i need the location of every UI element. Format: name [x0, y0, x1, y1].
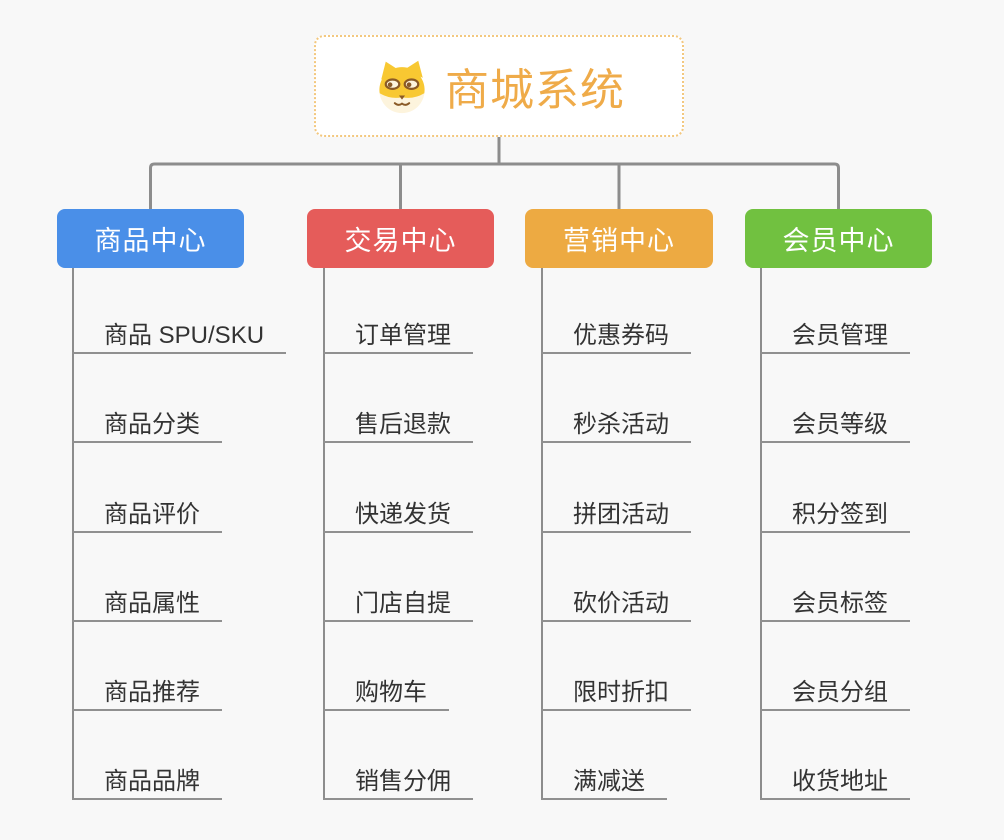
- leaf-node[interactable]: 商品 SPU/SKU: [72, 320, 287, 354]
- leaf-node[interactable]: 售后退款: [323, 409, 473, 443]
- leaf-node[interactable]: 收货地址: [760, 766, 910, 800]
- leaf-node[interactable]: 购物车: [323, 677, 449, 711]
- leaf-node[interactable]: 销售分佣: [323, 766, 473, 800]
- leaf-node[interactable]: 会员分组: [760, 677, 910, 711]
- leaf-node[interactable]: 商品分类: [72, 409, 222, 443]
- branch-marketing-center[interactable]: 营销中心: [525, 209, 713, 268]
- branch-marketing-items: 优惠券码 秒杀活动 拼团活动 砍价活动 限时折扣 满减送: [541, 0, 773, 840]
- branch-member-center[interactable]: 会员中心: [745, 209, 932, 268]
- branch-trade-items: 订单管理 售后退款 快递发货 门店自提 购物车 销售分佣: [323, 0, 555, 840]
- leaf-node[interactable]: 满减送: [541, 766, 667, 800]
- leaf-node[interactable]: 会员等级: [760, 409, 910, 443]
- leaf-node[interactable]: 拼团活动: [541, 499, 691, 533]
- leaf-node[interactable]: 会员管理: [760, 320, 910, 354]
- leaf-node[interactable]: 商品属性: [72, 588, 222, 622]
- leaf-node[interactable]: 订单管理: [323, 320, 473, 354]
- doge-icon: [373, 58, 431, 114]
- leaf-node[interactable]: 优惠券码: [541, 320, 691, 354]
- root-node[interactable]: 商城系统: [314, 35, 684, 137]
- leaf-node[interactable]: 限时折扣: [541, 677, 691, 711]
- root-title: 商城系统: [445, 66, 625, 115]
- branch-product-center[interactable]: 商品中心: [57, 209, 244, 268]
- leaf-node[interactable]: 商品推荐: [72, 677, 222, 711]
- branch-trade-center[interactable]: 交易中心: [307, 209, 494, 268]
- leaf-node[interactable]: 会员标签: [760, 588, 910, 622]
- leaf-node[interactable]: 积分签到: [760, 499, 910, 533]
- leaf-node[interactable]: 商品品牌: [72, 766, 222, 800]
- leaf-node[interactable]: 商品评价: [72, 499, 222, 533]
- leaf-node[interactable]: 秒杀活动: [541, 409, 691, 443]
- branch-product-items: 商品 SPU/SKU 商品分类 商品评价 商品属性 商品推荐 商品品牌: [72, 0, 304, 840]
- leaf-node[interactable]: 门店自提: [323, 588, 473, 622]
- leaf-node[interactable]: 砍价活动: [541, 588, 691, 622]
- leaf-node[interactable]: 快递发货: [323, 499, 473, 533]
- branch-member-items: 会员管理 会员等级 积分签到 会员标签 会员分组 收货地址: [760, 0, 992, 840]
